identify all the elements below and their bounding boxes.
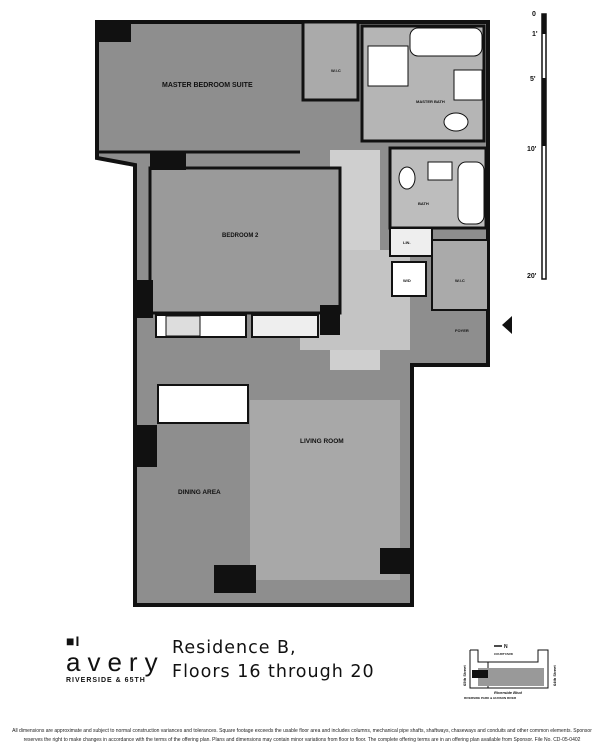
- shower-icon: [367, 45, 409, 87]
- washer-dryer: [391, 261, 427, 297]
- stove-icon: [165, 315, 201, 337]
- room-label: MASTER BEDROOM SUITE: [162, 82, 253, 89]
- room-label: DINING AREA: [178, 489, 221, 496]
- footnote-line-2: reserves the right to make changes in ac…: [23, 737, 581, 743]
- room-label: W.I.C: [331, 68, 341, 73]
- legal-footnote: All dimensions are approximate and subje…: [12, 727, 592, 745]
- column: [97, 22, 131, 42]
- scale-tick: 10': [527, 146, 537, 153]
- key-plan: N COURTYARD 65th Street 64th Street Rive…: [462, 644, 557, 700]
- north-label: N: [504, 644, 508, 650]
- room-label: W.I.C: [455, 278, 465, 283]
- floor-plan: MASTER BEDROOM SUITE W.I.C MASTER BATH B…: [95, 20, 512, 607]
- room-label: FOYER: [455, 328, 469, 333]
- column: [150, 152, 186, 170]
- footnote-line-1: All dimensions are approximate and subje…: [12, 728, 592, 734]
- column: [135, 280, 153, 318]
- logo-wordmark: avery: [66, 647, 165, 677]
- sink-icon: [427, 161, 453, 181]
- scale-tick: 20': [527, 273, 537, 280]
- title-line-1: Residence B,: [172, 638, 297, 658]
- sink-icon: [453, 69, 483, 101]
- logo-mark: ■I: [66, 633, 81, 649]
- scale-tick: 0: [532, 11, 536, 18]
- bathtub-icon: [457, 161, 485, 225]
- column: [135, 425, 157, 467]
- room-label: MASTER BATH: [416, 99, 445, 104]
- scale-tick: 1': [532, 31, 538, 38]
- scale-tick: 5': [530, 76, 536, 83]
- park-label: RIVERSIDE PARK & HUDSON RIVER: [464, 696, 517, 700]
- residence-title: Residence B, Floors 16 through 20: [172, 636, 375, 684]
- wic-master: [301, 20, 360, 102]
- street-label: Riverside Blvd: [494, 690, 522, 695]
- column: [320, 305, 340, 335]
- room-label: BATH: [418, 201, 429, 206]
- bathtub-icon: [409, 27, 483, 57]
- room-label: W/D: [403, 278, 411, 283]
- kitchen-island: [157, 384, 249, 424]
- room-label: LIN.: [403, 240, 411, 245]
- entry-arrow-icon: [502, 316, 512, 334]
- toilet-icon: [398, 166, 416, 190]
- street-label: 65th Street: [462, 665, 467, 686]
- avery-logo: ■I avery RIVERSIDE & 65TH: [66, 633, 165, 684]
- street-label: 64th Street: [552, 665, 557, 686]
- wic-foyer: [431, 239, 489, 311]
- column: [380, 548, 410, 574]
- logo-subtitle: RIVERSIDE & 65TH: [66, 677, 146, 684]
- toilet-icon: [443, 112, 469, 132]
- courtyard-label: COURTYARD: [494, 652, 514, 656]
- room-label: BEDROOM 2: [222, 233, 259, 239]
- scale-bar: 0 1' 5' 10' 20': [527, 11, 547, 280]
- room-label: LIVING ROOM: [300, 438, 344, 445]
- bedroom-2: [148, 166, 342, 315]
- column: [214, 565, 256, 593]
- kitchen-cabinets: [251, 314, 319, 338]
- title-line-2: Floors 16 through 20: [172, 662, 375, 682]
- linen-closet: [389, 227, 433, 257]
